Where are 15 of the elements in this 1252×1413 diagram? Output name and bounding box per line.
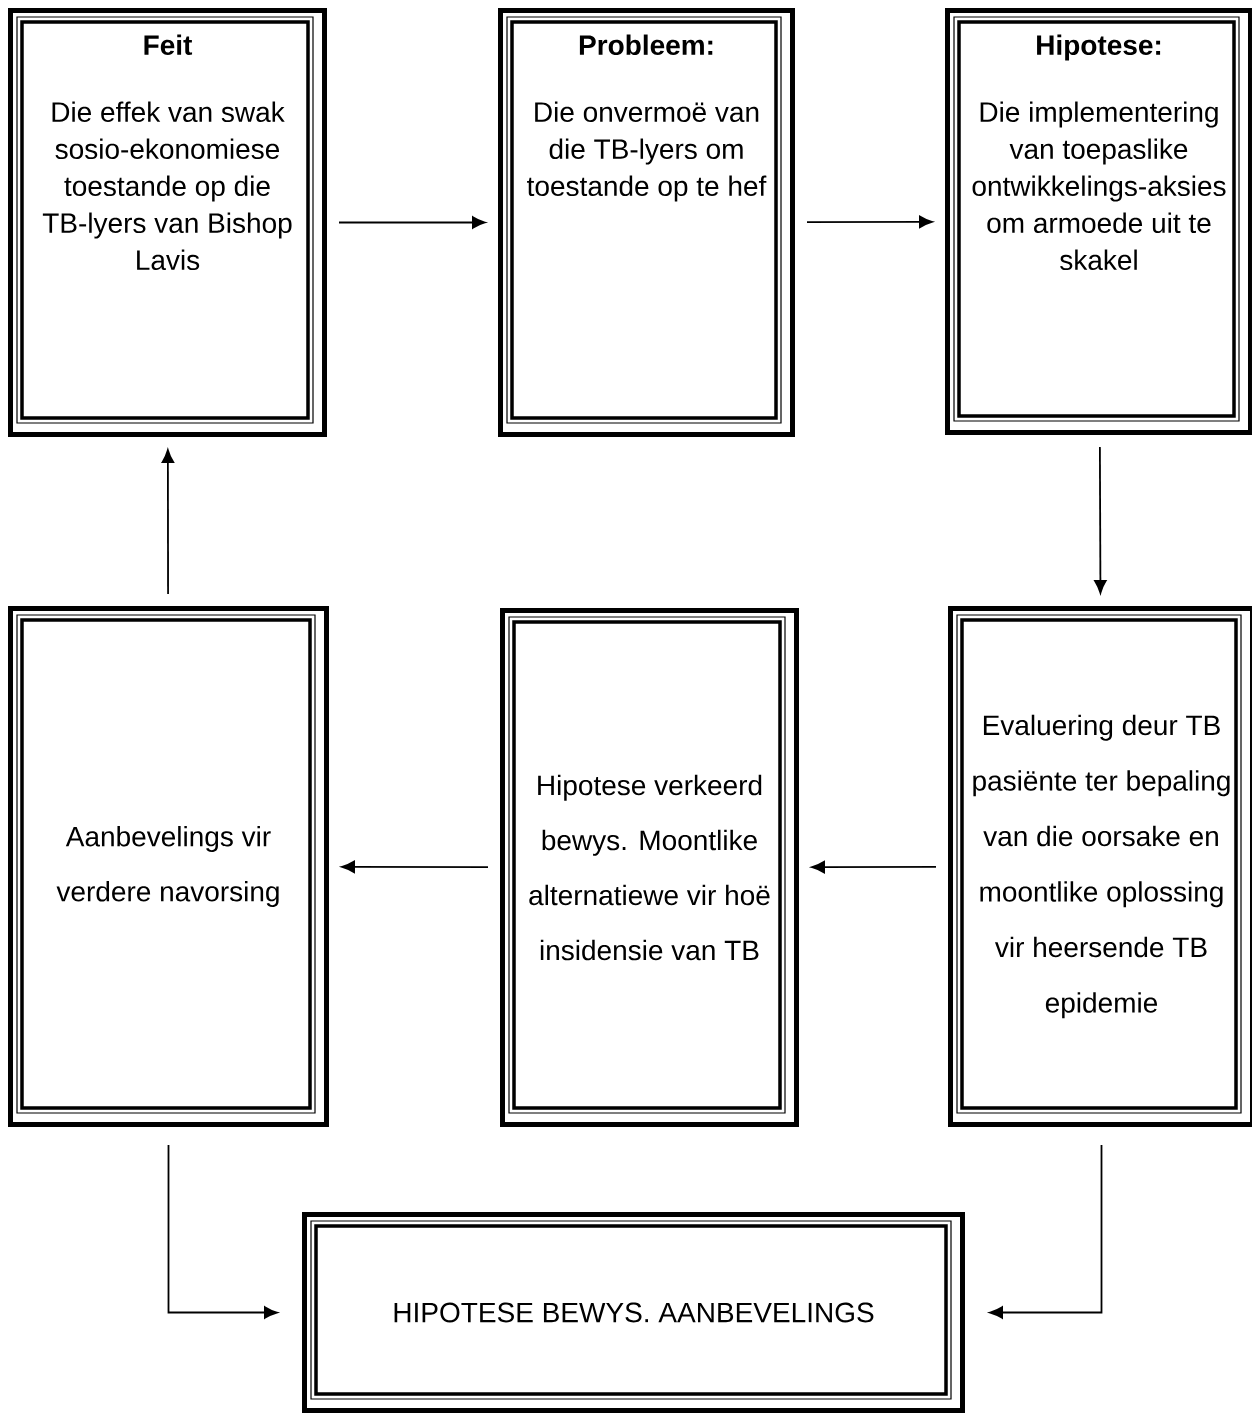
process-box: Aanbevelings vir verdere navorsing [8,606,329,1127]
arrow [161,449,175,595]
arrow [338,216,486,229]
process-box: HIPOTESE BEWYS. AANBEVELINGS [302,1212,965,1413]
arrow [989,1144,1103,1319]
arrow [341,860,489,874]
arrow [811,860,937,874]
process-box: Hipotese verkeerd bewys. Moontlike alternatiewe vir hoë insidensie van TB [500,608,799,1127]
process-box: Evaluering deur TB pasiënte ter bepaling van die oorsake en moontlike oplossing vir heersende TB epidemie [948,606,1252,1127]
arrow [806,215,933,229]
process-box: Probleem: Die onvermoë van die TB-lyers om toestande op te hef [498,8,795,437]
process-box: Feit Die effek van swak sosio-ekonomiese toestande op die TB-lyers van Bishop Lavis [8,8,327,437]
process-box: Hipotese: Die implementering van toepaslike ontwikkelings-aksies om armoede uit te skakel [945,8,1252,435]
arrow [167,1144,278,1319]
arrow [1094,446,1107,594]
